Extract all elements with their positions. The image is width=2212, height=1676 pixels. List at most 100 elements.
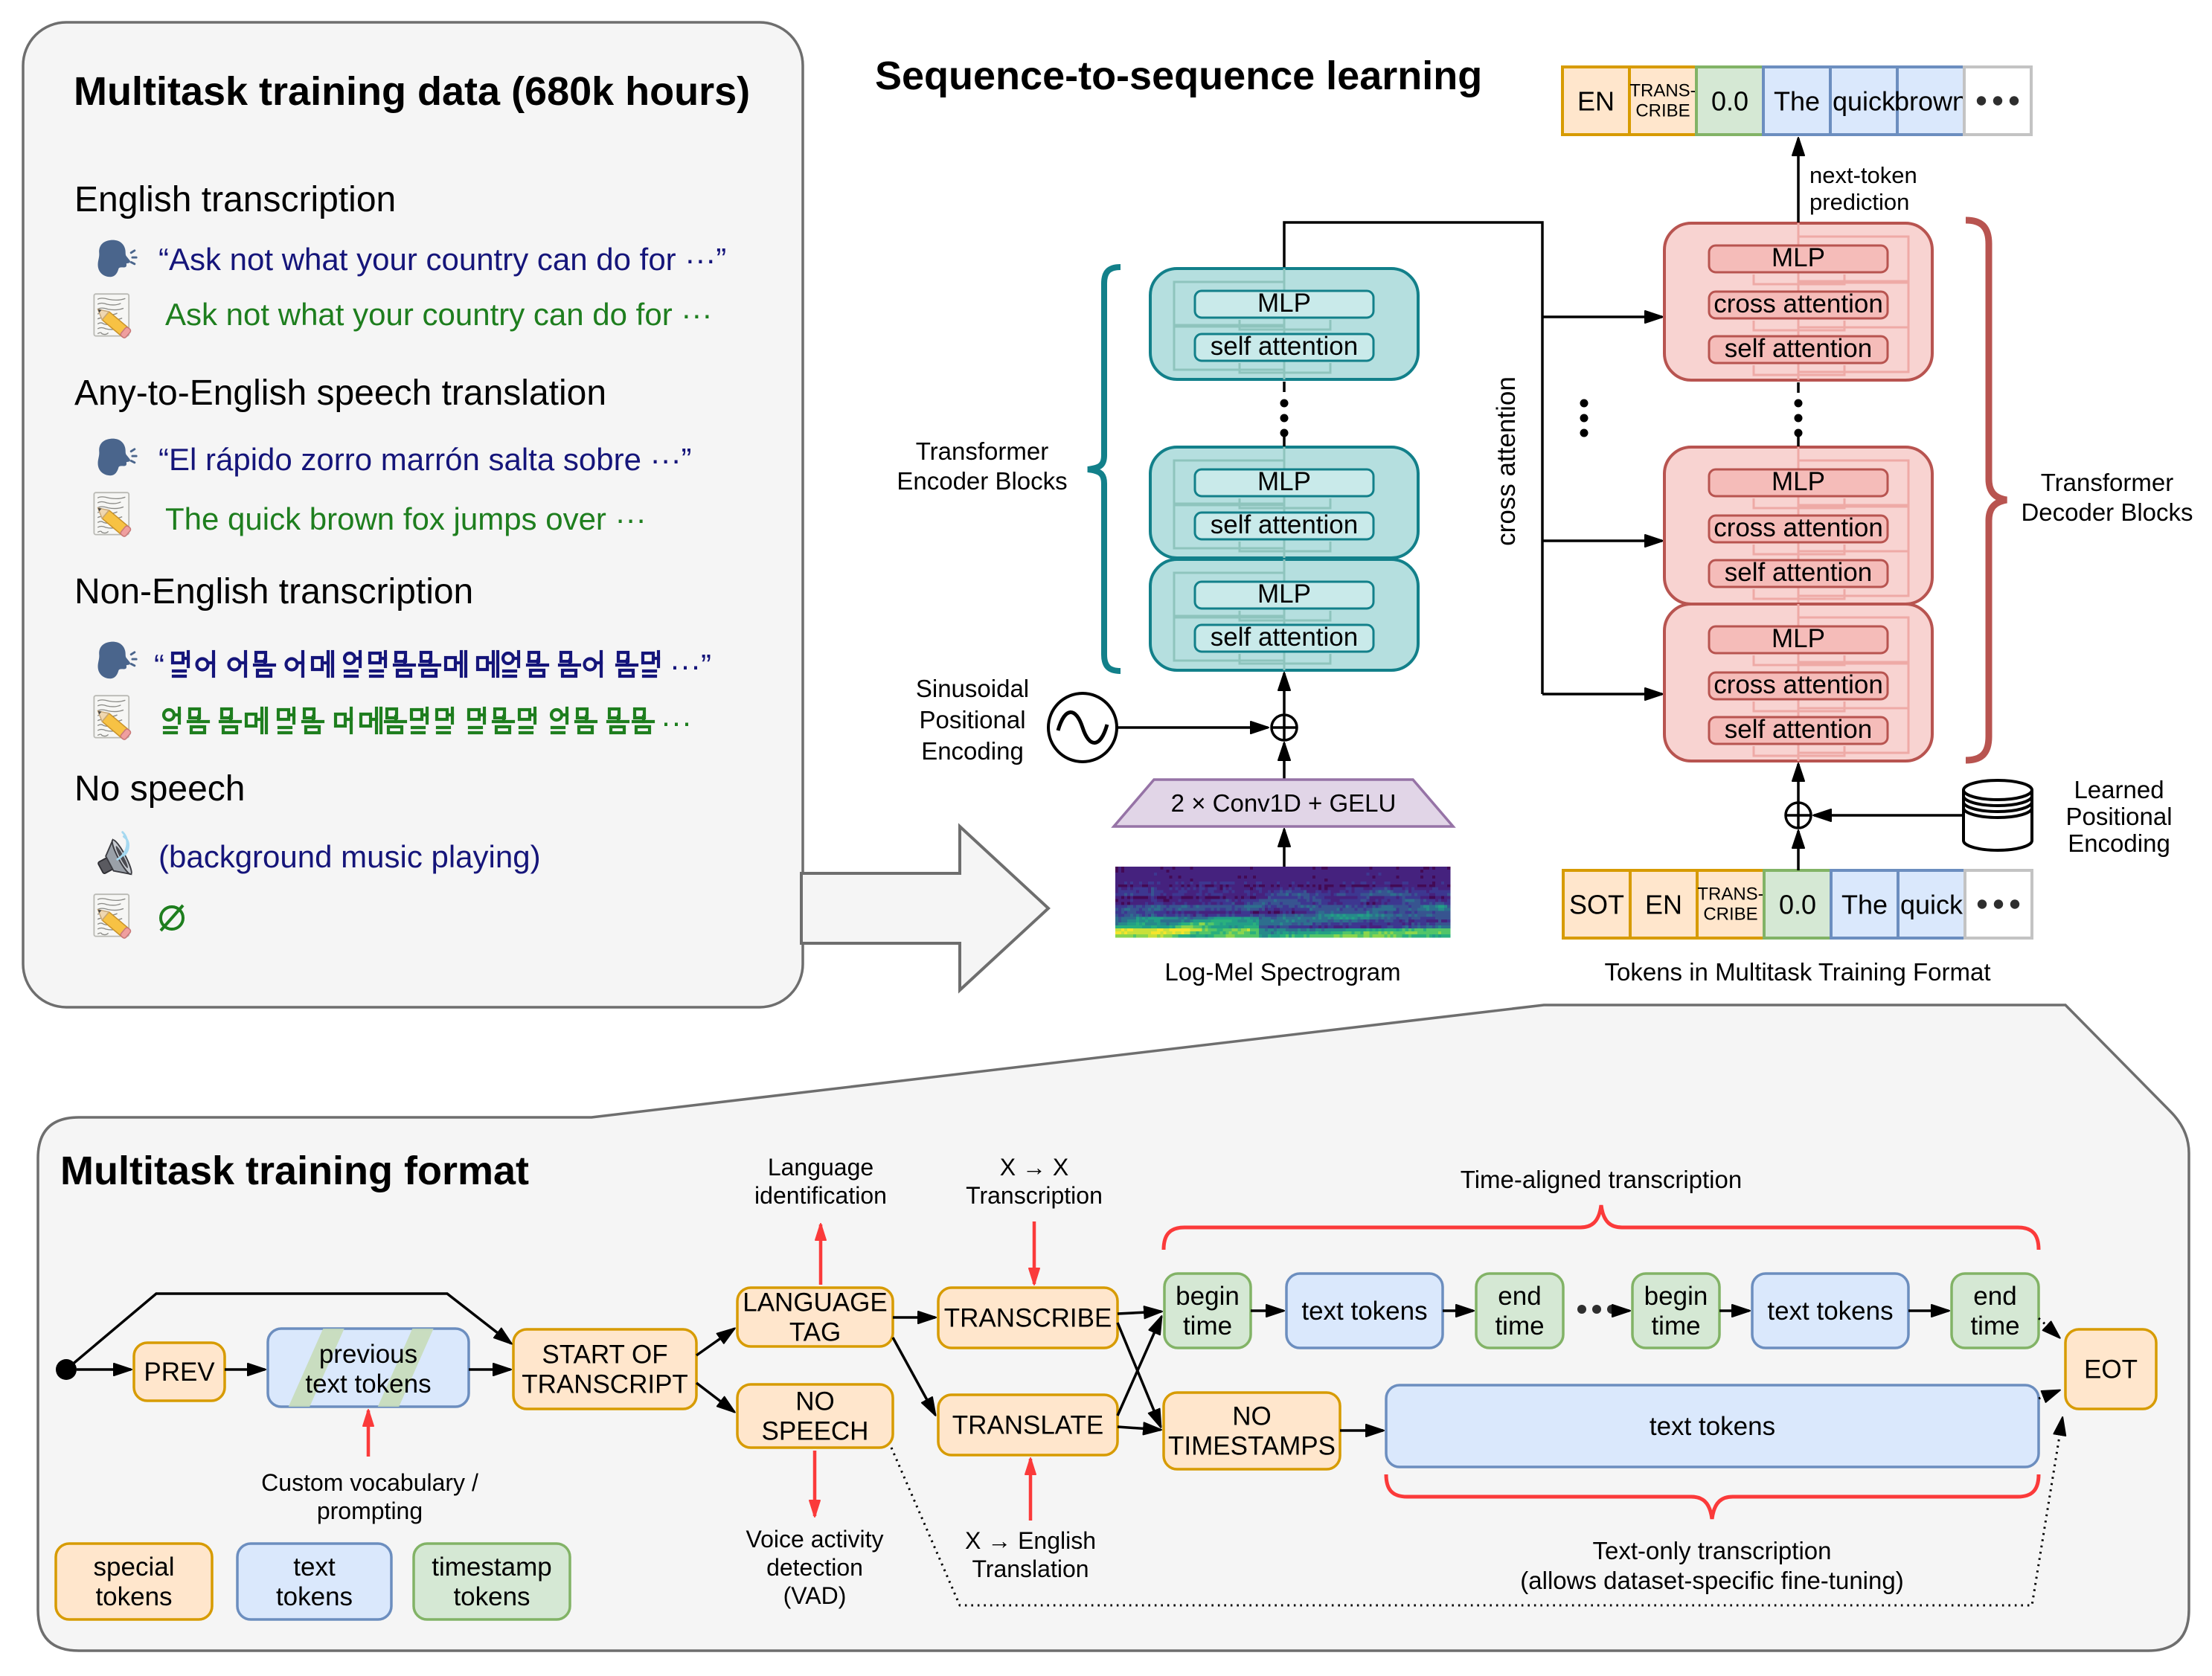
svg-text:MLP: MLP bbox=[1772, 467, 1825, 496]
svg-text:TRANSCRIBE: TRANSCRIBE bbox=[944, 1304, 1112, 1333]
svg-text:MLP: MLP bbox=[1257, 289, 1311, 318]
svg-text:Transformer: Transformer bbox=[916, 437, 1048, 465]
svg-text:self attention: self attention bbox=[1211, 510, 1358, 539]
svg-text:Positional: Positional bbox=[2065, 803, 2172, 830]
svg-text:(background music playing): (background music playing) bbox=[158, 839, 541, 874]
svg-text:Custom vocabulary /: Custom vocabulary / bbox=[261, 1469, 478, 1496]
svg-text:0.0: 0.0 bbox=[1779, 890, 1816, 920]
svg-text:text: text bbox=[293, 1553, 336, 1582]
svg-text:NO: NO bbox=[1232, 1402, 1272, 1431]
svg-text:No speech: No speech bbox=[74, 769, 245, 809]
svg-text:Decoder Blocks: Decoder Blocks bbox=[2021, 498, 2193, 526]
svg-text:time: time bbox=[1495, 1311, 1544, 1341]
svg-text:Non-English transcription: Non-English transcription bbox=[74, 572, 473, 611]
svg-text:begin: begin bbox=[1176, 1282, 1240, 1311]
svg-text:TRANS-: TRANS- bbox=[1629, 81, 1696, 101]
svg-text:TAG: TAG bbox=[789, 1318, 841, 1347]
svg-text:TIMESTAMPS: TIMESTAMPS bbox=[1168, 1432, 1336, 1461]
svg-text:tokens: tokens bbox=[276, 1582, 353, 1611]
svg-text:“Ask not what your country can: “Ask not what your country can do for ··… bbox=[158, 242, 726, 277]
svg-text:begin: begin bbox=[1644, 1282, 1708, 1311]
svg-text:···: ··· bbox=[661, 704, 692, 739]
svg-text:(allows dataset-specific fine-: (allows dataset-specific fine-tuning) bbox=[1520, 1567, 1903, 1594]
svg-text:self attention: self attention bbox=[1725, 334, 1872, 363]
svg-text:MLP: MLP bbox=[1257, 467, 1311, 496]
svg-text:prompting: prompting bbox=[317, 1497, 423, 1524]
svg-text:Text-only transcription: Text-only transcription bbox=[1593, 1537, 1832, 1564]
svg-text:tokens: tokens bbox=[95, 1582, 172, 1611]
svg-text:MLP: MLP bbox=[1772, 624, 1825, 653]
svg-text:The: The bbox=[1774, 86, 1820, 117]
svg-text:PREV: PREV bbox=[144, 1358, 215, 1387]
svg-text:timestamp: timestamp bbox=[432, 1553, 551, 1582]
svg-text:START OF: START OF bbox=[542, 1341, 667, 1370]
svg-text:SPEECH: SPEECH bbox=[762, 1417, 869, 1446]
svg-text:X → English: X → English bbox=[965, 1527, 1096, 1554]
svg-text:Positional: Positional bbox=[919, 706, 1025, 733]
svg-text:cross attention: cross attention bbox=[1714, 513, 1883, 542]
svg-text:Translation: Translation bbox=[972, 1555, 1089, 1582]
svg-text:Tokens in Multitask Training F: Tokens in Multitask Training Format bbox=[1604, 958, 1990, 986]
svg-text:“El rápido zorro marrón salta: “El rápido zorro marrón salta sobre ···” bbox=[158, 442, 692, 477]
svg-text:LANGUAGE: LANGUAGE bbox=[743, 1288, 888, 1317]
svg-text:0.0: 0.0 bbox=[1711, 86, 1748, 117]
svg-text:self attention: self attention bbox=[1725, 558, 1872, 587]
svg-text:Sequence-to-sequence learning: Sequence-to-sequence learning bbox=[875, 54, 1482, 98]
svg-text:Encoding: Encoding bbox=[921, 737, 1024, 765]
svg-text:SOT: SOT bbox=[1569, 890, 1624, 920]
svg-text:CRIBE: CRIBE bbox=[1635, 101, 1690, 121]
svg-text:cross attention: cross attention bbox=[1714, 670, 1883, 699]
svg-text:Encoder Blocks: Encoder Blocks bbox=[897, 467, 1067, 495]
svg-text:text tokens: text tokens bbox=[305, 1370, 431, 1399]
svg-text:TRANSCRIPT: TRANSCRIPT bbox=[522, 1370, 688, 1399]
svg-text:EN: EN bbox=[1645, 890, 1682, 920]
svg-text:quick: quick bbox=[1833, 86, 1896, 117]
svg-text:special: special bbox=[94, 1553, 175, 1582]
svg-text:···”: ···” bbox=[670, 648, 711, 683]
svg-text:Language: Language bbox=[768, 1154, 873, 1181]
svg-text:identification: identification bbox=[754, 1182, 887, 1209]
svg-text:EOT: EOT bbox=[2084, 1355, 2138, 1384]
svg-text:time: time bbox=[1183, 1311, 1232, 1341]
svg-text:X → X: X → X bbox=[1000, 1154, 1068, 1181]
svg-text:TRANSLATE: TRANSLATE bbox=[952, 1411, 1104, 1440]
svg-text:text tokens: text tokens bbox=[1767, 1297, 1893, 1326]
svg-text:“: “ bbox=[154, 648, 164, 683]
svg-text:tokens: tokens bbox=[453, 1582, 530, 1611]
svg-text:Learned: Learned bbox=[2074, 776, 2164, 803]
svg-text:English transcription: English transcription bbox=[74, 180, 396, 219]
svg-text:CRIBE: CRIBE bbox=[1703, 905, 1757, 925]
svg-text:Transformer: Transformer bbox=[2041, 469, 2173, 496]
svg-text:end: end bbox=[1973, 1282, 2016, 1311]
svg-text:time: time bbox=[1651, 1311, 1700, 1341]
svg-text:Time-aligned transcription: Time-aligned transcription bbox=[1461, 1166, 1742, 1193]
svg-text:TRANS-: TRANS- bbox=[1697, 884, 1763, 905]
svg-text:detection: detection bbox=[766, 1554, 863, 1581]
svg-text:self attention: self attention bbox=[1211, 332, 1358, 361]
svg-text:next-token: next-token bbox=[1809, 162, 1917, 188]
svg-text:(VAD): (VAD) bbox=[783, 1582, 847, 1609]
svg-text:Encoding: Encoding bbox=[2068, 829, 2170, 857]
svg-text:Voice activity: Voice activity bbox=[746, 1526, 884, 1553]
svg-text:Log-Mel Spectrogram: Log-Mel Spectrogram bbox=[1164, 958, 1400, 986]
svg-text:NO: NO bbox=[795, 1387, 835, 1416]
svg-text:MLP: MLP bbox=[1257, 579, 1311, 609]
svg-text:cross attention: cross attention bbox=[1714, 289, 1883, 318]
svg-text:Multitask training format: Multitask training format bbox=[60, 1149, 529, 1193]
svg-text:brown: brown bbox=[1894, 86, 1967, 117]
svg-text:EN: EN bbox=[1577, 86, 1615, 117]
svg-text:self attention: self attention bbox=[1725, 715, 1872, 744]
svg-text:time: time bbox=[1970, 1311, 2019, 1341]
svg-text:Sinusoidal: Sinusoidal bbox=[916, 675, 1029, 702]
svg-text:text tokens: text tokens bbox=[1301, 1297, 1427, 1326]
svg-text:Ask not what your country can: Ask not what your country can do for ··· bbox=[165, 297, 712, 332]
svg-text:2 × Conv1D + GELU: 2 × Conv1D + GELU bbox=[1171, 789, 1397, 817]
svg-text:Any-to-English speech translat: Any-to-English speech translation bbox=[74, 373, 606, 413]
svg-text:MLP: MLP bbox=[1772, 243, 1825, 272]
svg-text:Multitask training data (680k: Multitask training data (680k hours) bbox=[74, 69, 750, 114]
svg-text:quick: quick bbox=[1900, 890, 1963, 920]
svg-text:The: The bbox=[1841, 890, 1888, 920]
svg-text:end: end bbox=[1498, 1282, 1541, 1311]
svg-text:previous: previous bbox=[319, 1340, 417, 1369]
svg-text:self attention: self attention bbox=[1211, 623, 1358, 652]
